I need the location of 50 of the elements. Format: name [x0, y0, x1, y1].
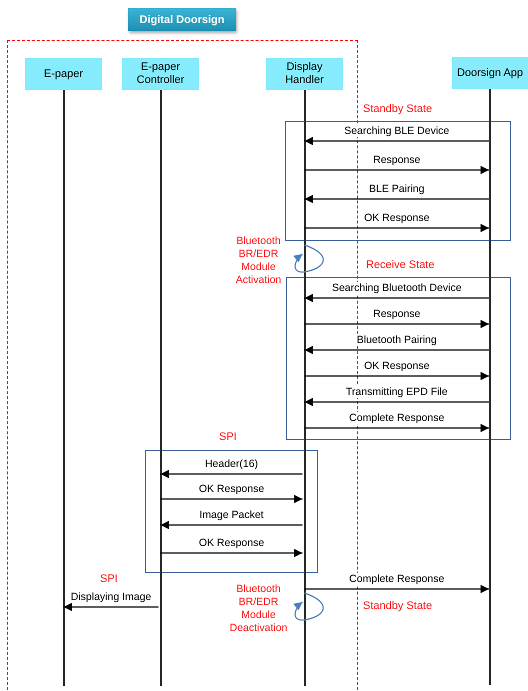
message-arrow — [160, 548, 302, 558]
message-arrow — [304, 166, 489, 174]
message-arrow — [304, 424, 489, 432]
lifeline — [160, 90, 162, 686]
note-label: Standby State — [363, 103, 432, 115]
lifeline — [489, 89, 491, 685]
edge-label: Searching Bluetooth Device — [330, 282, 464, 294]
edge-label: Bluetooth Pairing — [354, 334, 439, 346]
edge-label: OK Response — [362, 212, 432, 224]
participant-box: E-paper Controller — [122, 58, 199, 90]
edge-label: Bluetooth BR/EDR Module Activation — [234, 235, 282, 287]
message-arrow — [304, 346, 489, 354]
message-arrow — [160, 494, 302, 504]
note-label: SPI — [219, 431, 237, 443]
message-arrow — [304, 194, 489, 204]
note-label: Receive State — [366, 259, 434, 271]
message-arrow — [304, 320, 489, 328]
edge-label: Bluetooth BR/EDR Module Deactivation — [228, 583, 288, 635]
message-arrow — [160, 520, 302, 530]
lifeline — [62, 90, 64, 686]
edge-label: OK Response — [196, 537, 266, 549]
message-arrow — [160, 470, 302, 478]
participant-box: E-paper — [25, 58, 102, 90]
edge-label: OK Response — [362, 360, 432, 372]
edge-label: BLE Pairing — [367, 183, 426, 195]
edge-label: Header(16) — [202, 458, 260, 470]
self-arrow — [293, 592, 324, 621]
edge-label: Response — [371, 154, 422, 166]
message-arrow — [64, 602, 158, 612]
participant-box: Doorsign App — [452, 57, 528, 89]
message-arrow — [304, 294, 489, 302]
edge-label: Image Packet — [197, 509, 266, 521]
lifeline — [304, 90, 306, 686]
message-arrow — [304, 136, 489, 146]
participant-box: Display Handler — [266, 58, 343, 90]
edge-label: Searching BLE Device — [342, 125, 452, 137]
message-arrow — [304, 224, 489, 232]
title-badge: Digital Doorsign — [128, 8, 236, 31]
edge-label: Transmitting EPD File — [344, 386, 450, 398]
note-label: SPI — [100, 573, 118, 585]
note-label: Standby State — [363, 600, 432, 612]
message-arrow — [304, 584, 489, 594]
message-arrow — [304, 372, 489, 380]
edge-label: Complete Response — [347, 573, 446, 585]
edge-label: Complete Response — [347, 412, 446, 424]
edge-label: Displaying Image — [68, 591, 154, 603]
edge-label: Response — [371, 308, 422, 320]
edge-label: OK Response — [196, 483, 266, 495]
message-arrow — [304, 398, 489, 406]
self-arrow — [293, 244, 324, 273]
